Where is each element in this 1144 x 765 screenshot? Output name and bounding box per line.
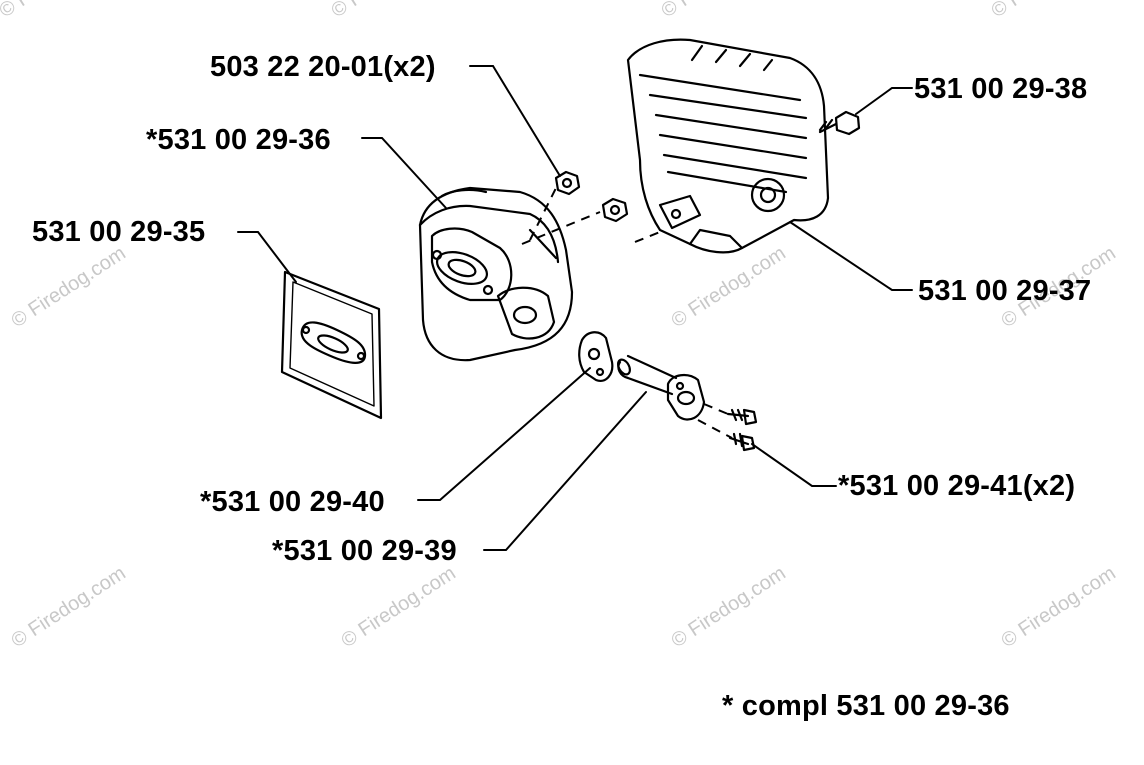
muffler-nut <box>554 170 581 196</box>
label-screws: *531 00 29-41(x2) <box>838 470 1076 502</box>
flange-gasket <box>578 331 614 382</box>
leader-lines <box>237 65 913 551</box>
muffler-body <box>418 186 574 362</box>
gasket-plate <box>280 270 383 420</box>
cover-nut <box>601 197 629 223</box>
screws <box>726 408 758 452</box>
label-muffler: *531 00 29-36 <box>146 124 331 156</box>
assembly-lines <box>521 187 733 439</box>
cover-bolt <box>818 110 861 136</box>
footnote: * compl 531 00 29-36 <box>722 690 1010 722</box>
label-gasket: 531 00 29-35 <box>32 216 206 248</box>
label-flange-gasket: *531 00 29-40 <box>200 486 385 518</box>
cylinder-cover <box>626 38 830 254</box>
label-nut: 503 22 20-01(x2) <box>210 51 436 83</box>
label-bolt: 531 00 29-38 <box>914 73 1088 105</box>
tailpipe-tube <box>617 354 706 421</box>
label-cover: 531 00 29-37 <box>918 275 1092 307</box>
label-tube: *531 00 29-39 <box>272 535 457 567</box>
